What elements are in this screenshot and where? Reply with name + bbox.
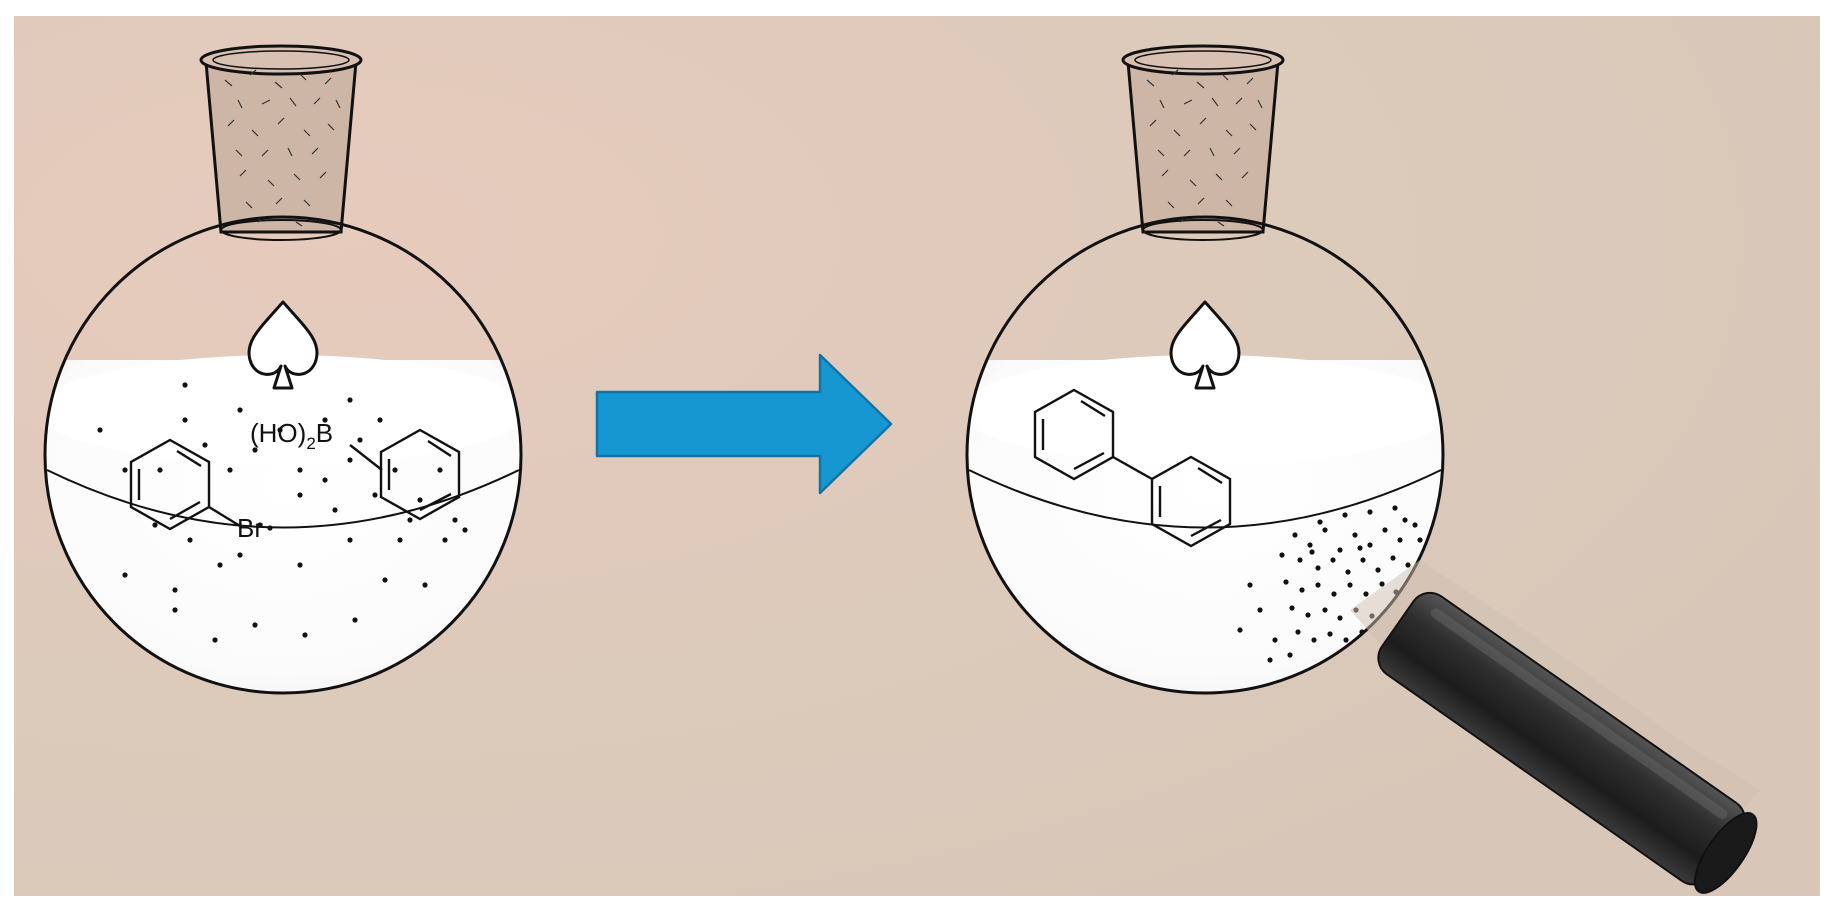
left-flask: Br (HO)2B (43, 44, 523, 695)
right-flask-neck (1121, 44, 1285, 241)
boronic-label: (HO)2B (250, 418, 333, 453)
spade-icon (1169, 300, 1241, 390)
magnet-icon (1350, 560, 1760, 894)
boronic-group-label: (HO) (250, 418, 306, 448)
left-flask-bulb (43, 215, 523, 695)
spade-icon (247, 300, 319, 390)
boronic-atom-label: B (316, 418, 333, 448)
left-flask-neck (199, 44, 363, 241)
right-flask-liquid-surface (967, 355, 1443, 465)
phenylboronic-acid-structure (349, 428, 461, 521)
right-flask-particles (1237, 505, 1423, 663)
halide-label: Br (237, 513, 263, 543)
bromobenzene-structure (129, 438, 241, 531)
right-flask-bulb (965, 215, 1445, 695)
left-flask-particles (97, 382, 468, 643)
biphenyl-structure (1033, 388, 1232, 548)
boronic-subscript-label: 2 (306, 434, 315, 453)
reaction-arrow-icon (595, 353, 893, 495)
